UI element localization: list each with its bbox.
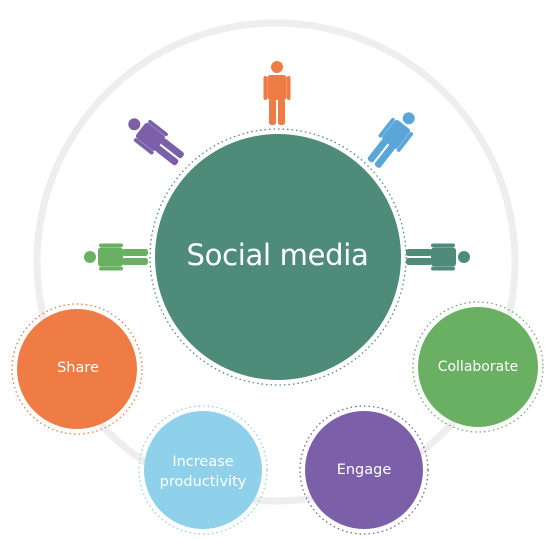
person-icon	[84, 243, 148, 271]
collaborate-node[interactable]	[418, 307, 538, 427]
share-dotted-ring	[11, 303, 143, 435]
person-icon	[406, 243, 470, 271]
share-node[interactable]	[17, 309, 137, 429]
increase-productivity-dotted-ring	[138, 405, 268, 535]
person-icon	[121, 109, 189, 171]
person-icon	[263, 61, 291, 125]
engage-node[interactable]	[305, 411, 423, 529]
collaborate-dotted-ring	[412, 301, 544, 433]
person-icon	[362, 105, 424, 173]
center-circle	[155, 134, 401, 380]
center-dotted-ring	[149, 128, 407, 386]
engage-dotted-ring	[299, 405, 429, 535]
outer-ring	[33, 19, 519, 505]
increase-productivity-node[interactable]	[144, 411, 262, 529]
